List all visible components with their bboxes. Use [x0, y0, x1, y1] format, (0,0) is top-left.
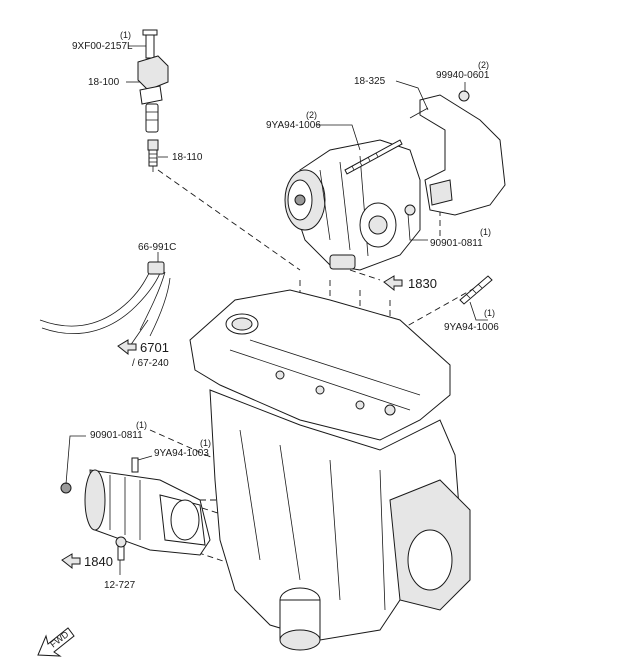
ref-1830-group: 1830 [383, 275, 437, 292]
fwd-arrow-icon [37, 627, 75, 657]
labels: (1) 9XF00-2157L 18-100 18-110 66-991C 67… [37, 30, 499, 657]
label-nut-starter: 90901-0811 [90, 430, 143, 441]
label-coil: 18-100 [88, 77, 120, 88]
label-bolt-top: 9XF00-2157L [72, 41, 133, 52]
spark-plug [147, 139, 159, 172]
label-bolt-starter: 12-727 [104, 580, 136, 591]
stud-top-qty: (2) [306, 110, 317, 120]
label-ref-67240: / 67-240 [132, 358, 169, 369]
label-stud-starter: 9YA94-1003 [154, 448, 209, 459]
label-stud-top: 9YA94-1006 [266, 120, 321, 131]
fwd-indicator: FWD [37, 627, 75, 657]
label-bracket: 18-325 [354, 76, 386, 87]
label-stud-right: 9YA94-1006 [444, 322, 499, 333]
stud-starter-qty: (1) [200, 438, 211, 448]
ref-1840-group: 1840 [61, 553, 113, 570]
label-nut-mid: 90901-0811 [430, 238, 483, 249]
label-ref-1840: 1840 [84, 554, 113, 569]
stud-right-qty: (1) [484, 308, 495, 318]
ignition-coil [137, 29, 169, 133]
nut-top-qty: (2) [478, 60, 489, 70]
reference-arrow-icon [117, 339, 137, 356]
starter-motor [60, 457, 211, 561]
reference-arrow-icon [383, 275, 403, 292]
nut-mid-qty: (1) [480, 227, 491, 237]
engine-block [189, 289, 471, 651]
nut-starter-qty: (1) [136, 420, 147, 430]
harness [39, 261, 171, 337]
label-ref-1830: 1830 [408, 276, 437, 291]
reference-arrow-icon [61, 553, 81, 570]
label-plug: 18-110 [172, 152, 203, 163]
label-nut-top: 99940-0601 [436, 70, 490, 81]
alternator-bracket [409, 90, 506, 216]
leader-lines [65, 45, 488, 575]
stud-right [459, 275, 493, 305]
label-ref-6701: 6701 [140, 340, 169, 355]
bolt-top-qty: (1) [120, 30, 131, 40]
label-harness-clip: 66-991C [138, 242, 176, 253]
alternator [284, 139, 421, 271]
ref-6701-group: 6701 / 67-240 [117, 339, 169, 369]
